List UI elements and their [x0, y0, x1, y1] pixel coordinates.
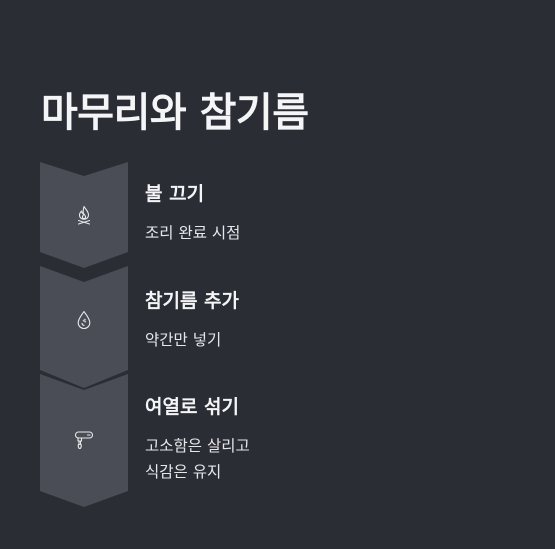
step-2-description: 약간만 넣기	[145, 331, 222, 349]
page-title: 마무리와 참기름	[41, 90, 309, 136]
step-3-description: 고소함은 살리고 식감은 유지	[145, 437, 250, 481]
step-3: 여열로 섞기 고소함은 살리고 식감은 유지	[145, 392, 250, 485]
step-3-chevron	[40, 374, 128, 507]
step-2: 참기름 추가 약간만 넣기	[145, 286, 239, 353]
steps-list: 불 끄기 조리 완료 시점 참기름 추가 약간만 넣기 여열로 섞기 고소함은 …	[40, 162, 520, 507]
step-2-title: 참기름 추가	[145, 290, 240, 312]
hand-mixer-icon	[72, 428, 96, 452]
step-1-description: 조리 완료 시점	[145, 224, 241, 242]
step-2-chevron	[40, 266, 128, 388]
step-1-title: 불 끄기	[145, 183, 205, 205]
step-1: 불 끄기 조리 완료 시점	[145, 179, 240, 246]
step-1-chevron	[40, 162, 128, 268]
flame-icon	[72, 203, 96, 227]
oil-drop-icon	[72, 308, 96, 332]
step-3-title: 여열로 섞기	[145, 396, 240, 418]
